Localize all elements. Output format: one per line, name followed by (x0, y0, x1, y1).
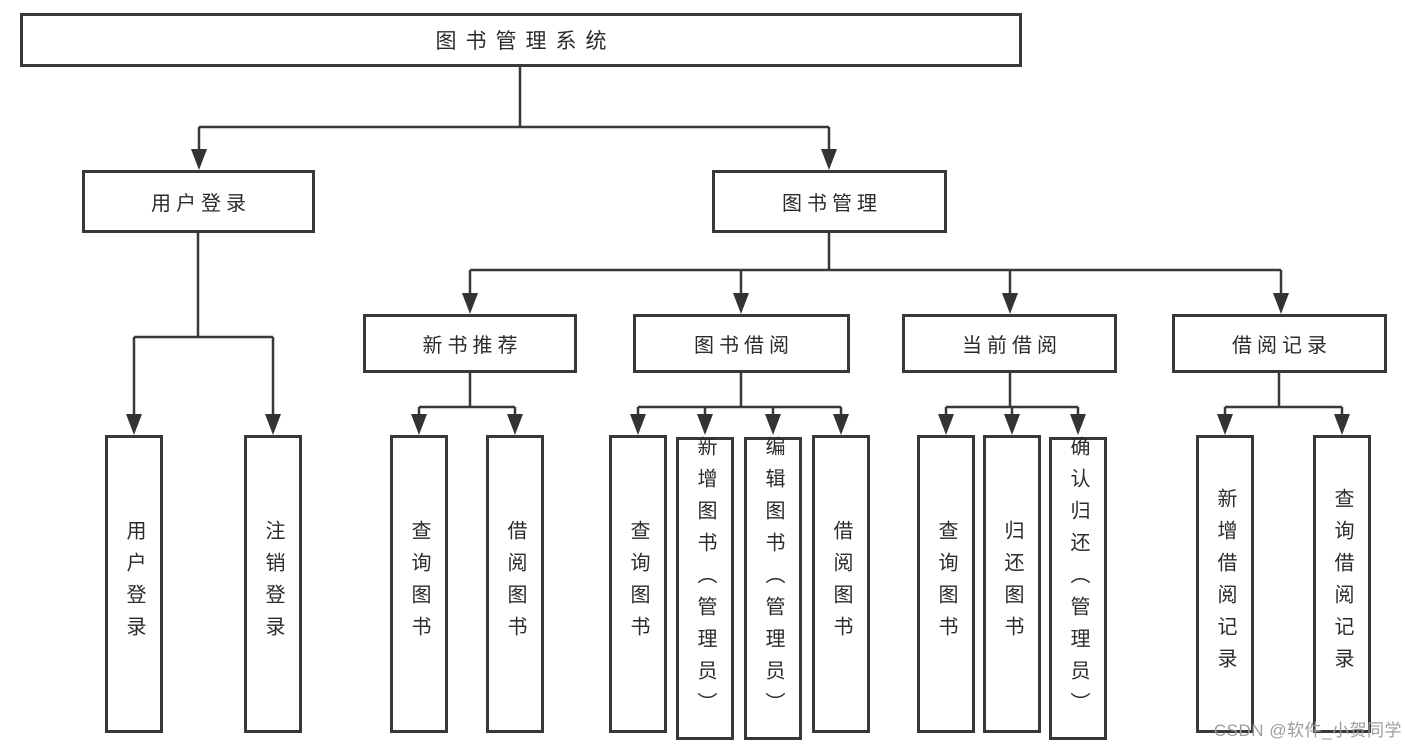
leaf-query-books-2-label: 查询图书 (627, 520, 649, 648)
leaf-return-books: 归还图书 (983, 435, 1041, 733)
leaf-return-books-label: 归还图书 (1001, 520, 1023, 648)
leaf-add-books-admin: 新增图书（管理员） (676, 435, 734, 740)
leaf-query-books-2: 查询图书 (609, 435, 667, 733)
node-user-login-branch: 用户登录 (82, 170, 315, 233)
leaf-query-borrow-record: 查询借阅记录 (1313, 435, 1371, 733)
leaf-logout: 注销登录 (244, 435, 302, 733)
leaf-add-books-admin-label: 新增图书（管理员） (694, 435, 716, 724)
leaf-borrow-books-1: 借阅图书 (486, 435, 544, 733)
node-current-borrow: 当前借阅 (902, 314, 1117, 373)
node-borrow-records: 借阅记录 (1172, 314, 1387, 373)
leaf-confirm-return-admin-label: 确认归还（管理员） (1067, 435, 1089, 724)
csdn-watermark: CSDN @软件_小贺同学 (1213, 721, 1402, 740)
leaf-edit-books-admin-label: 编辑图书（管理员） (762, 435, 784, 724)
leaf-add-borrow-record: 新增借阅记录 (1196, 435, 1254, 733)
leaf-add-borrow-record-label: 新增借阅记录 (1214, 488, 1236, 680)
node-book-management-branch-label: 图书管理 (782, 193, 882, 215)
node-book-borrow-label: 图书借阅 (694, 335, 794, 357)
node-new-book-recommend-label: 新书推荐 (422, 335, 523, 357)
node-current-borrow-label: 当前借阅 (962, 335, 1062, 357)
leaf-user-login: 用户登录 (105, 435, 163, 733)
node-user-login-branch-label: 用户登录 (151, 193, 251, 215)
leaf-user-login-label: 用户登录 (123, 520, 145, 648)
leaf-query-books-1: 查询图书 (390, 435, 448, 733)
leaf-logout-label: 注销登录 (262, 520, 284, 648)
leaf-query-books-1-label: 查询图书 (408, 520, 430, 648)
leaf-query-books-3-label: 查询图书 (935, 520, 957, 648)
leaf-confirm-return-admin: 确认归还（管理员） (1049, 435, 1107, 740)
node-book-borrow: 图书借阅 (633, 314, 850, 373)
leaf-query-borrow-record-label: 查询借阅记录 (1331, 488, 1353, 680)
leaf-borrow-books-1-label: 借阅图书 (504, 520, 526, 648)
leaf-query-books-3: 查询图书 (917, 435, 975, 733)
node-book-management-branch: 图书管理 (712, 170, 947, 233)
leaf-borrow-books-2-label: 借阅图书 (830, 520, 852, 648)
arrowheads (126, 149, 1350, 435)
node-new-book-recommend: 新书推荐 (363, 314, 577, 373)
leaf-edit-books-admin: 编辑图书（管理员） (744, 435, 802, 740)
node-root-system: 图书管理系统 (20, 13, 1022, 67)
leaf-borrow-books-2: 借阅图书 (812, 435, 870, 733)
node-root-label: 图书管理系统 (435, 30, 616, 53)
node-borrow-records-label: 借阅记录 (1232, 335, 1332, 357)
